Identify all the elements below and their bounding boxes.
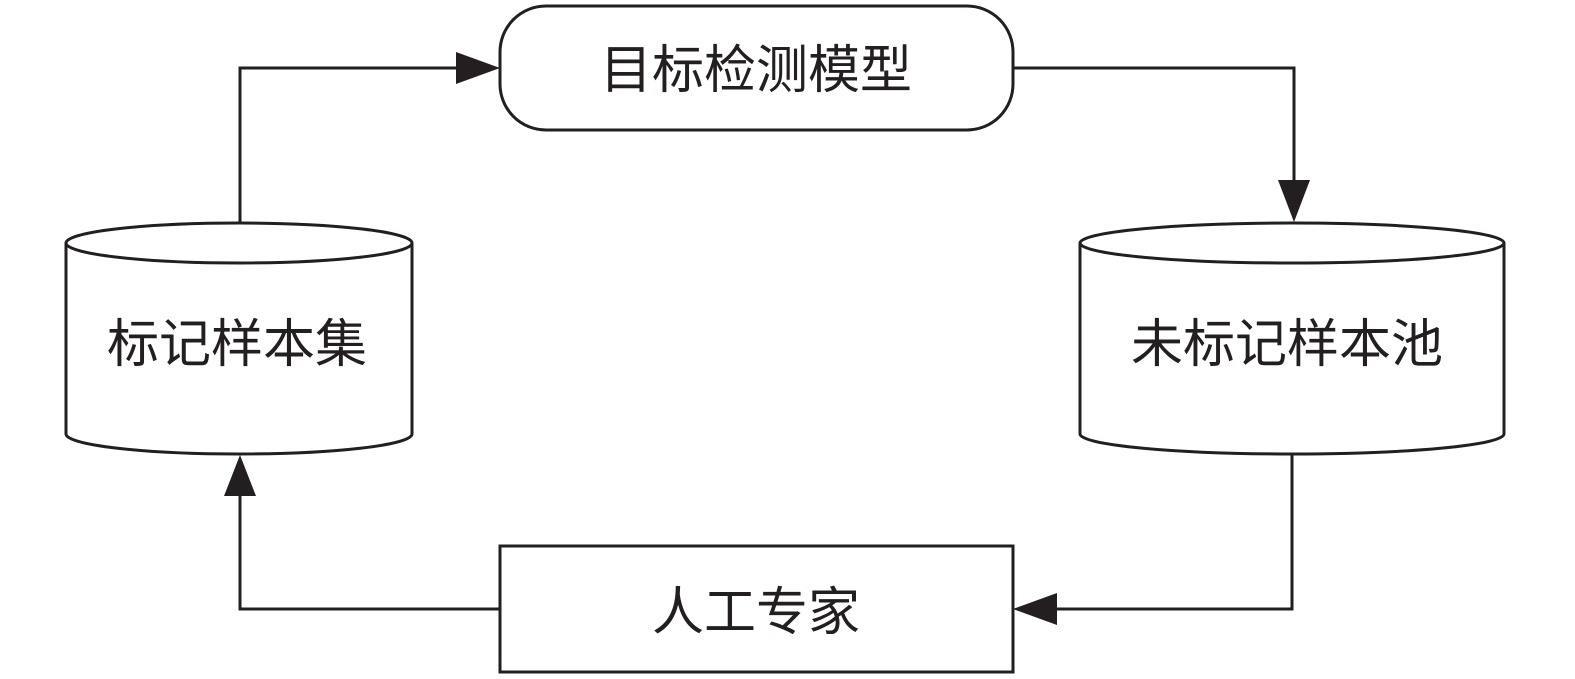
model-box	[498, 4, 1015, 132]
unlabeled-pool-label: 未标记样本池	[1131, 315, 1443, 375]
node-unlabeled-pool: 未标记样本池	[1078, 221, 1506, 456]
edge-human-expert-to-labeled-set	[224, 455, 500, 611]
arrow-head-down-icon	[1278, 180, 1310, 222]
node-model: 目标检测模型	[498, 4, 1015, 132]
edge-unlabeled-pool-to-human-expert	[1013, 455, 1294, 625]
labeled-set-label: 标记样本集	[107, 315, 367, 375]
human-expert-label: 人工专家	[652, 583, 860, 643]
arrow-head-left-icon	[1013, 593, 1057, 625]
arrow-head-up-icon	[224, 455, 256, 496]
labeled-set-cylinder	[64, 221, 414, 456]
unlabeled-pool-cylinder	[1078, 221, 1506, 456]
edge-labeled-set-to-model	[238, 52, 500, 222]
arrow-head-right-icon	[456, 52, 500, 84]
node-human-expert: 人工专家	[498, 544, 1015, 674]
node-labeled-set: 标记样本集	[64, 221, 414, 456]
model-label: 目标检测模型	[600, 41, 912, 101]
human-expert-box	[498, 544, 1015, 674]
edge-model-to-unlabeled-pool	[1013, 66, 1310, 222]
